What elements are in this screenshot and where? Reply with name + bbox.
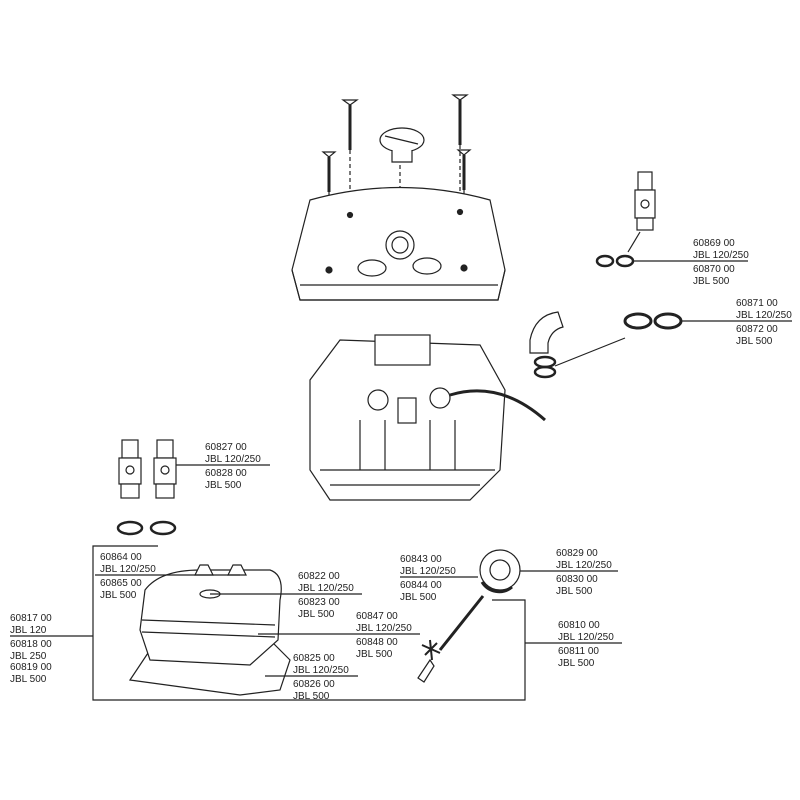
model: JBL 120/250 — [356, 622, 412, 634]
part-number: 60826 00 — [293, 679, 335, 690]
callout-o-rings-small-top-right: 60869 00 JBL 120/250 60870 00 JBL 500 — [693, 238, 749, 287]
part-number: 60810 00 — [558, 620, 600, 631]
o-ring-icon — [615, 254, 635, 268]
part-number: 60829 00 — [556, 548, 598, 559]
model: JBL 120/250 — [298, 582, 354, 594]
model: JBL 500 — [558, 657, 595, 669]
model: JBL 120/250 — [400, 565, 456, 577]
callout-base-seal: 60825 00 JBL 120/250 60826 00 JBL 500 — [293, 653, 349, 702]
part-number: 60865 00 — [100, 578, 142, 589]
model: JBL 120/250 — [693, 249, 749, 261]
o-ring-icon — [623, 312, 653, 330]
model: JBL 120/250 — [293, 664, 349, 676]
valve-icon — [118, 439, 177, 499]
part-number: 60811 00 — [558, 646, 599, 657]
part-number: 60844 00 — [400, 580, 442, 591]
o-ring-icon — [116, 520, 144, 536]
callout-valves-left: 60827 00 JBL 120/250 60828 00 JBL 500 — [205, 442, 261, 491]
o-ring-icon — [149, 520, 177, 536]
model: JBL 120/250 — [736, 309, 792, 321]
model: JBL 500 — [400, 591, 437, 603]
part-number: 60864 00 — [100, 552, 142, 563]
model: JBL 500 — [298, 608, 335, 620]
elbow-connector-icon — [529, 311, 564, 379]
callout-impeller-o-ring: 60843 00 JBL 120/250 60844 00 JBL 500 — [400, 554, 456, 603]
canister-lid — [291, 186, 506, 301]
priming-knob-icon — [379, 127, 425, 163]
model: JBL 500 — [556, 585, 593, 597]
motor-housing-base — [309, 334, 546, 501]
part-number: 60822 00 — [298, 571, 340, 582]
model: JBL 500 — [736, 335, 773, 347]
callout-pump-head: 60817 00 JBL 120 60818 00 JBL 250 60819 … — [10, 613, 52, 685]
part-number: 60847 00 — [356, 611, 398, 622]
model: JBL 120/250 — [100, 563, 156, 575]
part-number: 60872 00 — [736, 324, 778, 335]
leader-line — [554, 337, 626, 367]
model: JBL 120/250 — [205, 453, 261, 465]
impeller-icon — [417, 549, 521, 683]
part-number: 60830 00 — [556, 574, 598, 585]
model: JBL 500 — [293, 690, 330, 702]
model: JBL 250 — [10, 650, 47, 662]
o-ring-icon — [653, 312, 683, 330]
part-number: 60823 00 — [298, 597, 340, 608]
part-number: 60817 00 — [10, 613, 52, 624]
model: JBL 500 — [100, 589, 137, 601]
model: JBL 500 — [205, 479, 242, 491]
callout-o-rings-large-right: 60871 00 JBL 120/250 60872 00 JBL 500 — [736, 298, 792, 347]
model: JBL 120 — [10, 624, 47, 636]
part-number: 60848 00 — [356, 637, 398, 648]
model: JBL 120/250 — [558, 631, 614, 643]
part-number: 60819 00 — [10, 662, 52, 673]
model: JBL 500 — [356, 648, 393, 660]
callout-priming-button: 60822 00 JBL 120/250 60823 00 JBL 500 — [298, 571, 354, 620]
part-number: 60871 00 — [736, 298, 778, 309]
callout-head-seal: 60847 00 JBL 120/250 60848 00 JBL 500 — [356, 611, 412, 660]
callout-lines — [10, 545, 622, 701]
part-number: 60825 00 — [293, 653, 335, 664]
part-number: 60827 00 — [205, 442, 247, 453]
model: JBL 120/250 — [556, 559, 612, 571]
part-number: 60818 00 — [10, 639, 52, 650]
part-number: 60828 00 — [205, 468, 247, 479]
callout-impeller: 60810 00 JBL 120/250 60811 00 JBL 500 — [558, 620, 614, 669]
model: JBL 500 — [10, 673, 47, 685]
part-number: 60843 00 — [400, 554, 442, 565]
o-ring-icon — [595, 254, 615, 268]
callout-impeller-cover: 60829 00 JBL 120/250 60830 00 JBL 500 — [556, 548, 612, 597]
model: JBL 500 — [693, 275, 730, 287]
part-number: 60870 00 — [693, 264, 735, 275]
part-number: 60869 00 — [693, 238, 735, 249]
valve-icon — [634, 171, 656, 231]
callout-hose-connectors: 60864 00 JBL 120/250 60865 00 JBL 500 — [100, 552, 156, 601]
screw-icon — [321, 94, 472, 192]
